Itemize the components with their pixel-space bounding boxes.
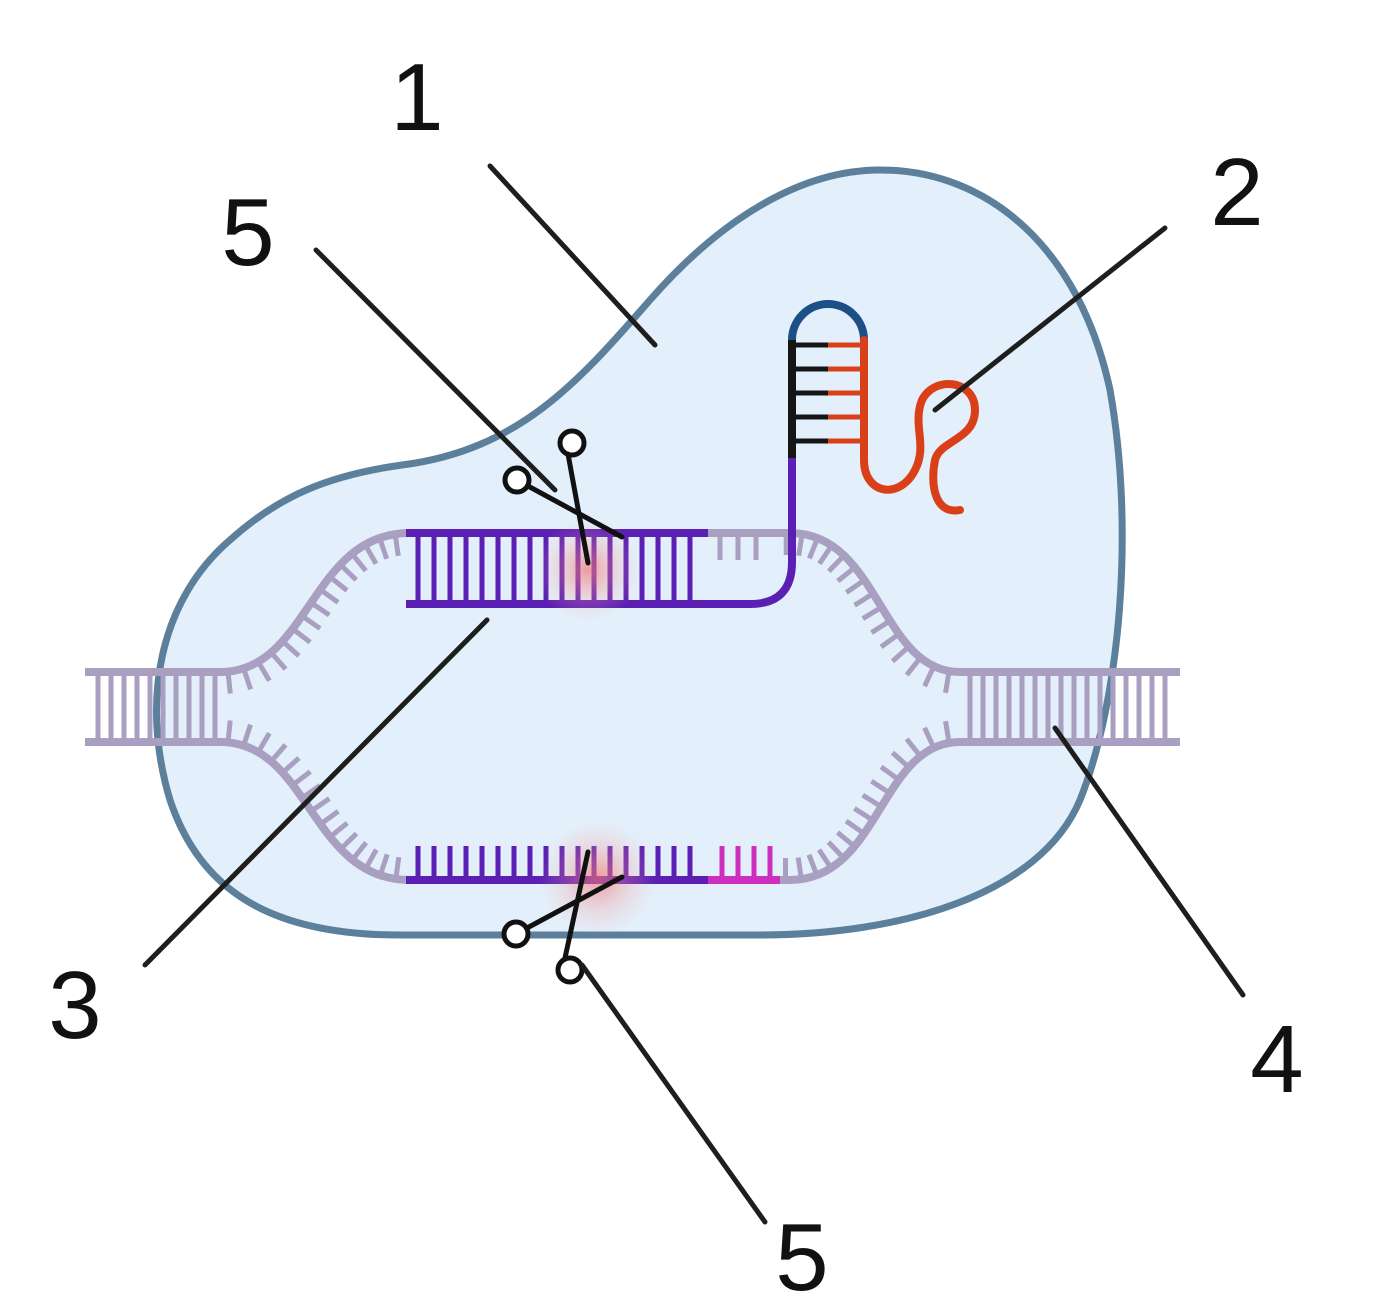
dna-base — [870, 779, 892, 796]
hairpin-loop-cap — [788, 300, 868, 341]
label-cut-site-top: 5 — [221, 179, 274, 286]
dna-base — [890, 750, 911, 770]
dna-base — [328, 574, 349, 593]
label-target-dna: 4 — [1250, 1006, 1303, 1113]
dna-base — [280, 756, 301, 775]
dna-base — [861, 605, 883, 621]
dna-base — [922, 665, 937, 688]
leader-line-1 — [487, 163, 658, 348]
dna-base — [817, 544, 834, 566]
dna-base — [362, 543, 379, 565]
dna-base — [350, 841, 369, 862]
dna-base — [879, 764, 901, 782]
dna-base — [338, 562, 358, 582]
label-cut-site-bottom: 5 — [775, 1204, 828, 1311]
dna-base — [256, 660, 272, 682]
dna-base — [300, 783, 322, 800]
guide-rna-hairpin — [788, 300, 980, 515]
dna-base — [241, 667, 253, 691]
dna-base — [280, 639, 301, 658]
dna-base — [943, 720, 952, 744]
scissors-icon — [502, 428, 625, 566]
dna-base — [904, 656, 923, 677]
leader-line-3 — [142, 617, 490, 968]
dna-base — [879, 631, 901, 649]
dna-base — [241, 723, 253, 747]
dna-base — [853, 591, 875, 608]
cut-site-glow-bottom — [540, 820, 656, 936]
dna-base — [300, 613, 322, 631]
label-cas-protein: 1 — [390, 44, 443, 151]
dna-base — [350, 552, 368, 573]
dna-base — [890, 644, 911, 664]
dna-base — [291, 626, 312, 645]
dna-base — [836, 565, 857, 584]
cut-site-glow-top — [536, 518, 640, 622]
dna-base — [269, 743, 288, 764]
dna-base — [826, 840, 846, 860]
scissors-icon — [501, 849, 625, 985]
dna-base — [269, 650, 288, 671]
dna-base — [225, 671, 233, 694]
dna-base — [377, 537, 390, 560]
dna-base — [328, 821, 349, 839]
crrna-backbone — [406, 458, 796, 608]
dna-base — [835, 830, 857, 849]
dna-base — [319, 809, 340, 827]
dna-base — [922, 726, 937, 749]
dna-base — [318, 587, 340, 605]
dna-base — [796, 533, 805, 556]
dna-base — [309, 600, 331, 618]
dna-base — [393, 856, 402, 880]
cas-protein-body — [153, 166, 1126, 939]
dna-base — [827, 553, 846, 574]
dna-base — [943, 670, 952, 694]
dna-base — [844, 819, 866, 836]
dna-base — [870, 618, 892, 635]
dna-base — [844, 578, 866, 595]
dna-base — [225, 720, 233, 743]
label-target-strand: 3 — [48, 952, 101, 1059]
leader-line-2 — [932, 225, 1168, 413]
dna-base — [816, 848, 834, 870]
dna-base — [807, 537, 820, 560]
dna-base — [853, 806, 875, 823]
label-guide-rna: 2 — [1210, 139, 1263, 246]
dna-base — [363, 848, 379, 871]
tracrrna-tail — [860, 336, 980, 515]
dna-base — [392, 533, 401, 557]
dna-base — [377, 853, 390, 877]
dna-base — [904, 737, 923, 758]
leader-line-5-bottom — [579, 962, 768, 1225]
dna-base — [338, 831, 359, 851]
dna-base — [806, 853, 820, 877]
leader-line-4 — [1052, 725, 1246, 998]
leader-line-5-top — [313, 247, 558, 493]
dna-base — [861, 792, 883, 809]
dna-base — [256, 731, 272, 754]
dna-base — [795, 857, 804, 880]
dna-base — [309, 796, 331, 814]
dna-base — [291, 769, 312, 787]
